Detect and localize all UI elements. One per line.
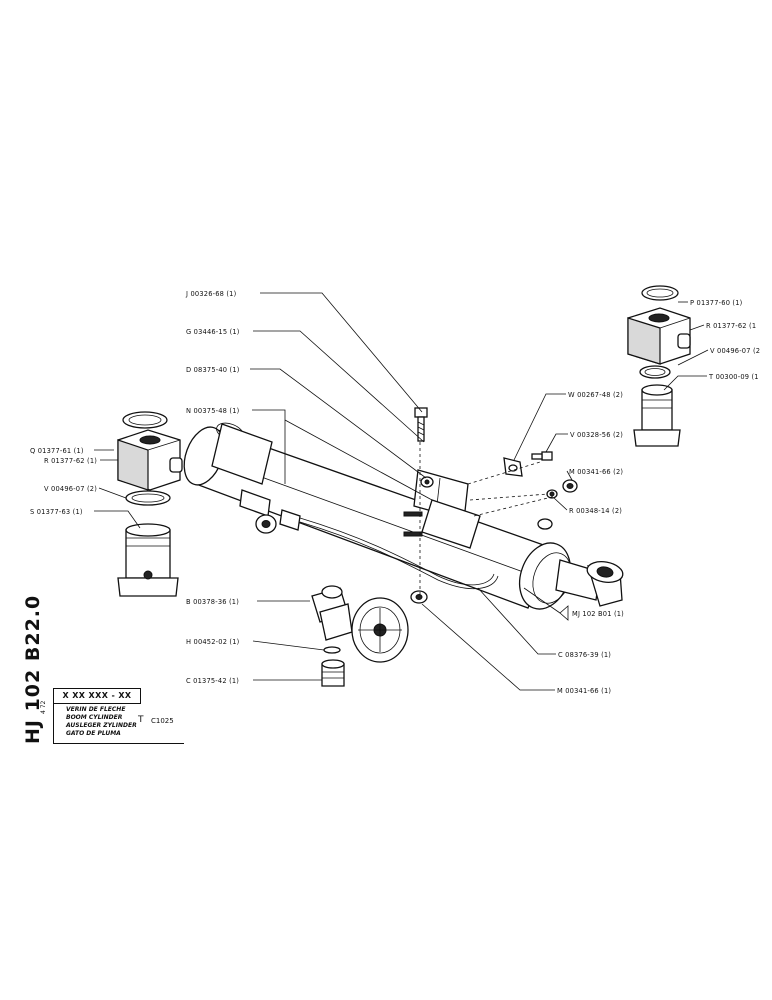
callout-h: H 00452-02 (1) [186,637,240,646]
callout-d: D 08375-40 (1) [186,365,240,374]
callout-v-right: V 00496-07 (2 [710,346,761,355]
callout-g: G 03446-15 (1) [186,327,240,336]
part-code-box: X XX XXX - XX [53,688,141,704]
boom-cylinder-drawing [183,422,624,610]
title-spanish: GATO DE PLUMA [66,730,121,737]
date-mark: 4 72 [40,700,47,714]
callout-r-left: R 01377-62 (1) [44,456,98,465]
callout-w: W 00267-48 (2) [568,390,624,399]
left-fitting-stack-drawing [117,411,183,597]
callout-c-right: C 08376-39 (1) [558,650,612,659]
callout-b: B 00378-36 (1) [186,597,240,606]
top-bolt-drawing [414,407,434,488]
callout-mj: MJ 102 B01 (1) [572,609,624,618]
callout-m-top: M 00341-66 (2) [569,467,624,476]
title-german: AUSLEGER ZYLINDER [66,722,137,729]
callout-t: T 00300-09 (1 [709,372,759,381]
callout-p: P 01377-60 (1) [690,298,743,307]
title-block: VERIN DE FLECHE BOOM CYLINDER AUSLEGER Z… [53,703,184,744]
callout-q: Q 01377-61 (1) [30,446,84,455]
callout-m-bottom: M 00341-66 (1) [557,686,612,695]
callout-n: N 00375-48 (1) [186,406,240,415]
title-french: VERIN DE FLECHE [66,706,126,713]
clip-and-screws-drawing [503,451,578,499]
callout-j: J 00326-68 (1) [186,289,237,298]
right-fitting-stack-drawing [627,285,691,447]
type-letter: T [138,715,144,725]
callout-v-left: V 00496-07 (2) [44,484,97,493]
leader-lines [94,292,709,691]
callout-r-right: R 01377-62 (1 [706,321,757,330]
title-lines: VERIN DE FLECHE BOOM CYLINDER AUSLEGER Z… [66,706,137,738]
valve-handwheel-drawing [311,585,409,687]
callout-r-mid: R 00348-14 (2) [569,506,623,515]
title-english: BOOM CYLINDER [66,714,123,721]
callout-s: S 01377-63 (1) [30,507,83,516]
drawing-reference-number: HJ 102 B22.0 [22,594,44,744]
callout-c-left: C 01375-42 (1) [186,676,240,685]
callout-v-mid: V 00328-56 (2) [570,430,623,439]
type-code: C1025 [151,717,174,725]
